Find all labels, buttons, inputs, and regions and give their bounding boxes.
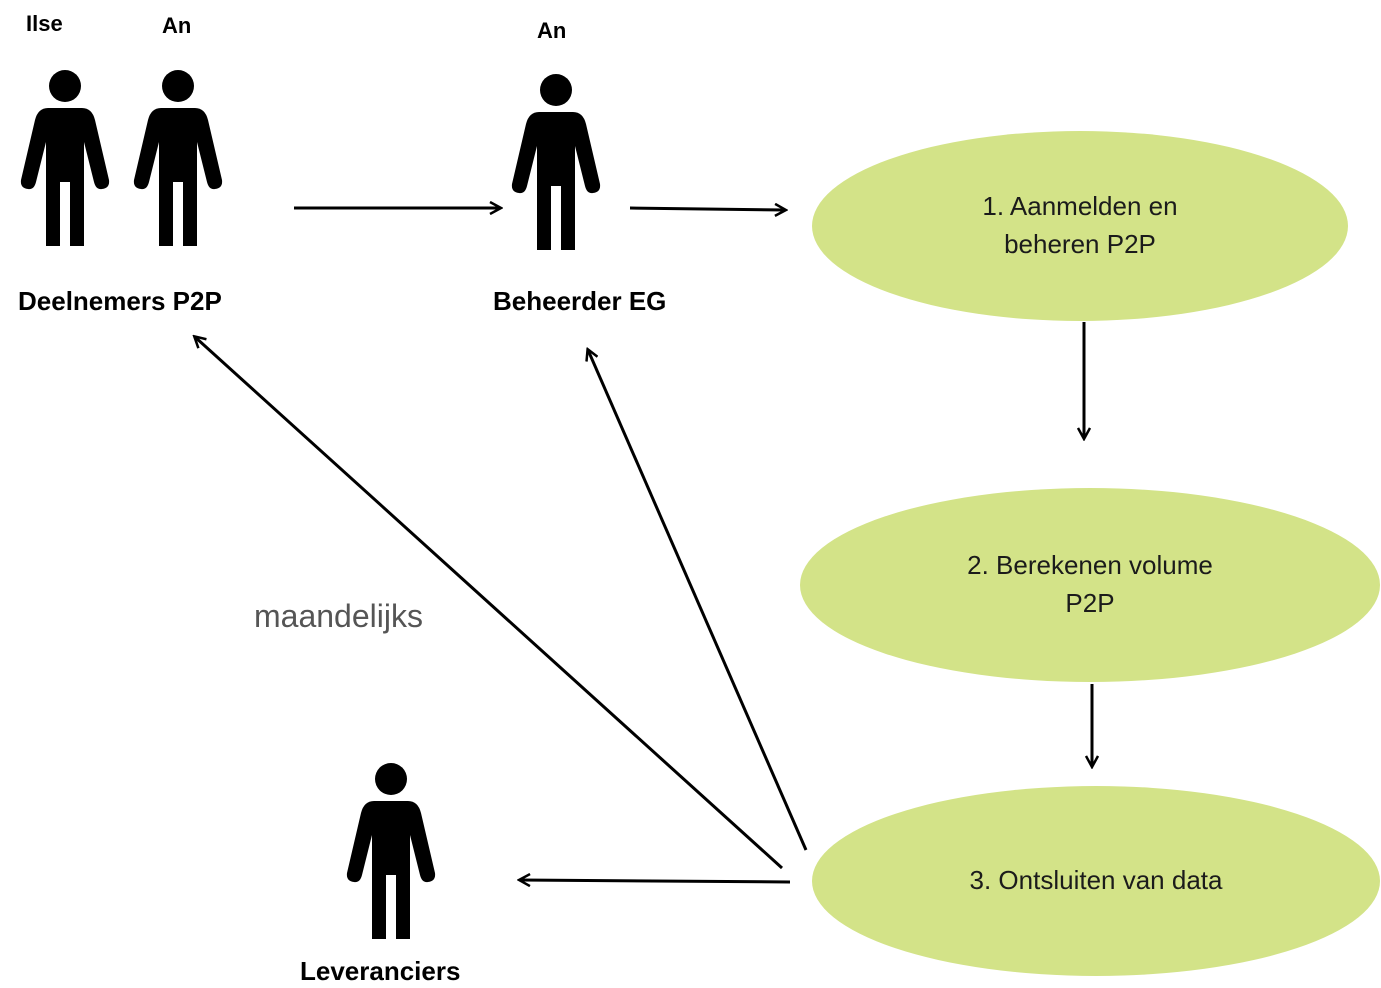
suppliers-label: Leveranciers xyxy=(300,956,461,986)
person-icon xyxy=(20,70,110,250)
participant-name-an: An xyxy=(162,13,192,38)
manager-label: Beheerder EG xyxy=(493,286,667,316)
arrow-manager-to-step1 xyxy=(629,208,785,210)
step-1-label: 1. Aanmelden en beheren P2P xyxy=(982,191,1178,259)
step-2-label: 2. Berekenen volume P2P xyxy=(967,550,1213,618)
arrow-step3-to-participants xyxy=(195,337,784,870)
frequency-annotation: maandelijks xyxy=(254,598,423,634)
person-icon xyxy=(511,74,601,254)
person-icon xyxy=(133,70,223,250)
step-3-label: 3. Ontsluiten van data xyxy=(969,865,1223,896)
step-2-ellipse: 2. Berekenen volume P2P xyxy=(800,488,1380,682)
participant-name-ilse: Ilse xyxy=(26,11,63,36)
arrow-step3-to-manager xyxy=(588,350,808,851)
arrow-step3-to-suppliers xyxy=(520,880,791,882)
participants-label: Deelnemers P2P xyxy=(18,286,222,316)
manager-name: An xyxy=(537,18,567,43)
step-1-ellipse: 1. Aanmelden en beheren P2P xyxy=(812,131,1348,321)
step-3-ellipse: 3. Ontsluiten van data xyxy=(812,786,1380,976)
person-icon xyxy=(346,763,436,943)
